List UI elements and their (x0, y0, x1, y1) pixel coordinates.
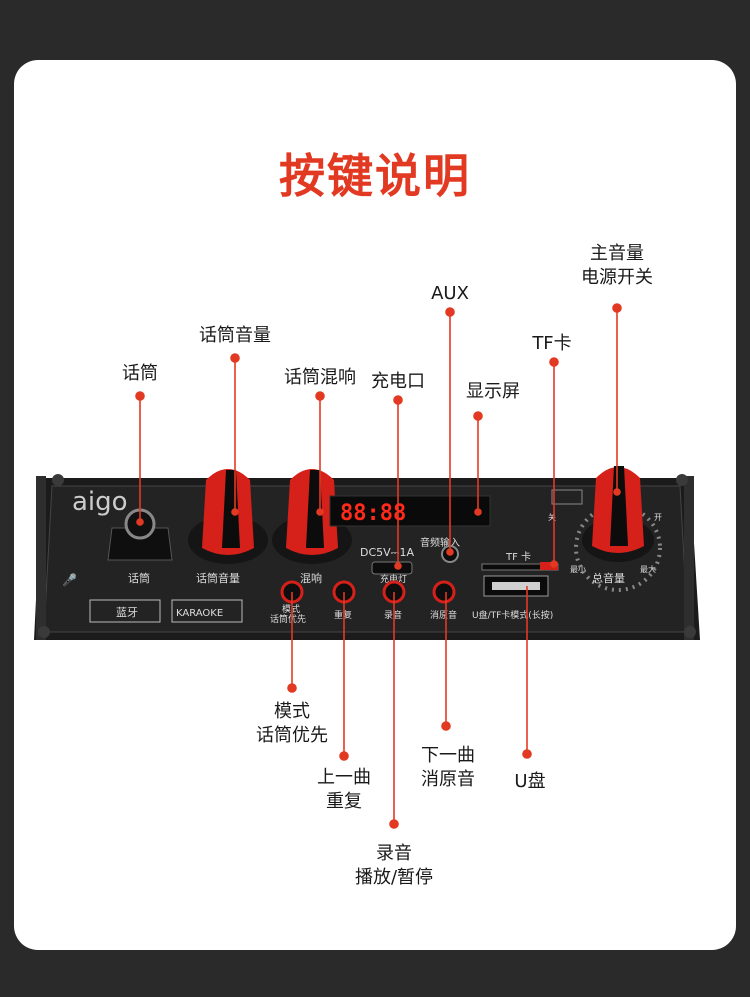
prev-button-label: 重复 (334, 609, 352, 621)
main-volume-panel-label: 总音量 (592, 571, 625, 585)
next-button-label: 消原音 (430, 609, 457, 621)
callout-mic-volume: 话筒音量 (199, 325, 271, 346)
brand-logo: aigo (72, 487, 128, 517)
callout-next-1: 下一曲 (421, 745, 475, 766)
callout-next-2: 消原音 (421, 769, 475, 790)
max-panel-label: 最大 (640, 564, 656, 574)
callout-record-1: 录音 (376, 843, 412, 864)
off-panel-label: 关 (548, 512, 556, 522)
callout-main-volume-2: 电源开关 (581, 267, 653, 288)
reverb-panel-label: 混响 (300, 572, 322, 585)
callout-mode-2: 话筒优先 (256, 725, 328, 746)
min-panel-label: 最小 (570, 565, 586, 574)
left-rail (36, 476, 46, 640)
mic-panel-label: 话筒 (128, 571, 150, 585)
mode-button-label-1: 模式 (282, 603, 300, 615)
usb-mode-panel-label: U盘/TF卡模式(长按) (472, 609, 553, 621)
right-rail (684, 476, 694, 640)
tf-panel-label: TF 卡 (505, 550, 531, 563)
callout-charge-port: 充电口 (371, 371, 425, 392)
callout-aux: AUX (431, 283, 469, 304)
dc-charge-port[interactable] (371, 561, 413, 575)
callout-mic: 话筒 (122, 363, 158, 384)
page-title: 按键说明 (279, 149, 471, 203)
callout-record-2: 播放/暂停 (354, 867, 434, 888)
display-digits: 88:88 (340, 501, 406, 526)
callout-usb: U盘 (514, 771, 546, 792)
screw-icon (38, 626, 50, 638)
bluetooth-badge-label: 蓝牙 (116, 606, 138, 619)
callout-display: 显示屏 (466, 381, 520, 402)
callout-tf-card: TF卡 (532, 333, 572, 354)
mic-volume-panel-label: 话筒音量 (196, 571, 240, 585)
screw-icon (676, 474, 688, 486)
callout-prev-2: 重复 (326, 791, 362, 812)
mode-button-label-2: 话筒优先 (270, 613, 306, 625)
led-display (329, 495, 491, 527)
mic-small-icon: 🎤 (62, 572, 77, 587)
karaoke-badge (171, 599, 243, 623)
callout-mic-reverb: 话筒混响 (284, 367, 356, 388)
dc-panel-label: DC5V⎓1A (360, 546, 414, 559)
charge-led-label: 充电灯 (380, 573, 407, 585)
on-panel-label: 开 (654, 513, 662, 522)
callout-prev-1: 上一曲 (317, 767, 371, 788)
screw-icon (52, 474, 64, 486)
screw-icon (684, 626, 696, 638)
bluetooth-badge (89, 599, 161, 623)
callout-mode-1: 模式 (274, 701, 310, 722)
karaoke-badge-label: KARAOKE (176, 608, 223, 619)
next-button[interactable] (432, 580, 456, 604)
callout-main-volume-1: 主音量 (590, 243, 644, 264)
play-button-label: 录音 (384, 609, 402, 621)
